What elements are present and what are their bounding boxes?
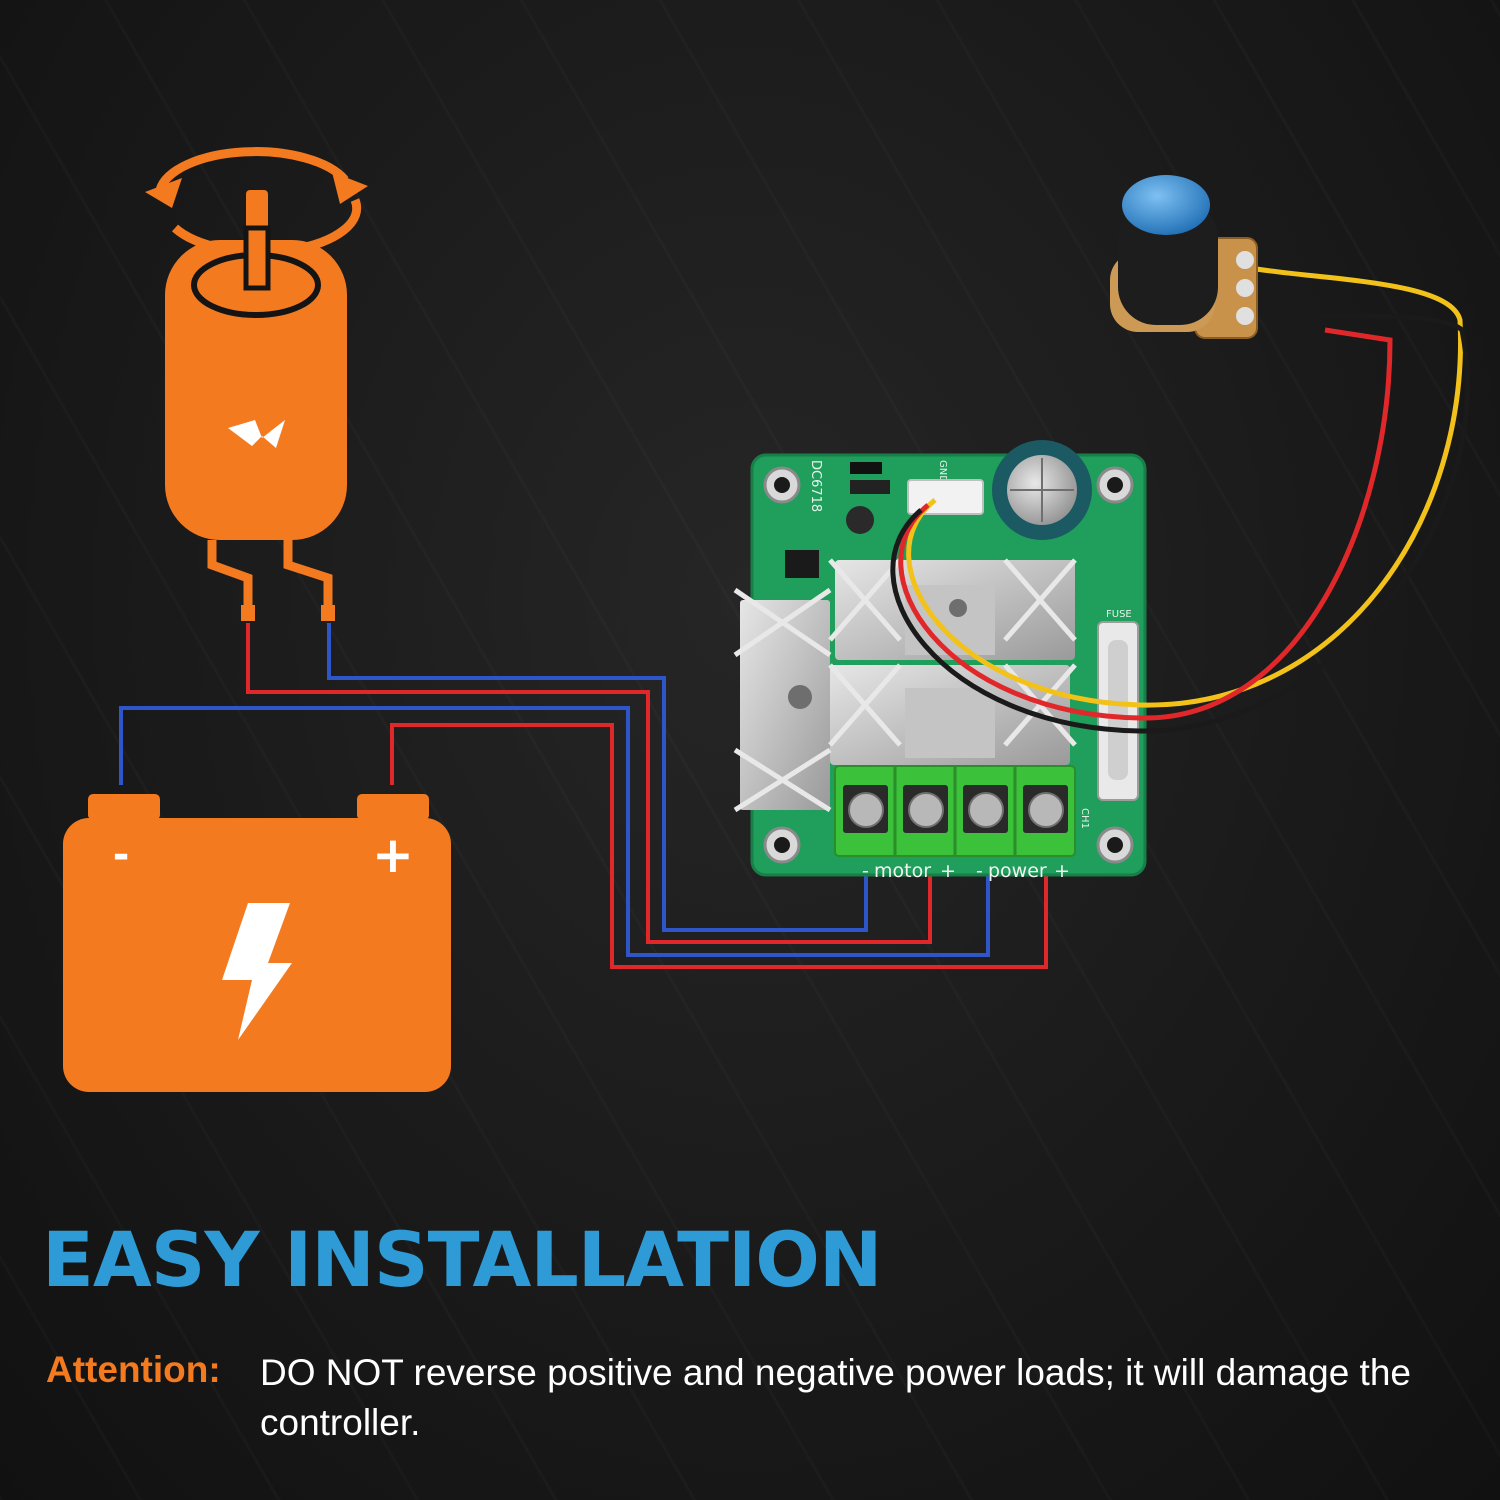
board-gnd-label: GND <box>937 460 948 483</box>
wire-battery-plus <box>390 723 1048 969</box>
attention-text: DO NOT reverse positive and negative pow… <box>260 1352 1411 1443</box>
terminal-screw-motor-plus[interactable] <box>908 792 944 828</box>
terminal-block <box>834 765 1076 857</box>
terminal-motor-plus-label: + <box>940 860 956 882</box>
potentiometer-knob[interactable] <box>1110 175 1258 339</box>
battery-plus-label: + <box>372 826 414 884</box>
board-fuse-label: FUSE <box>1106 609 1132 620</box>
board-model-label: DC6718 <box>808 460 823 512</box>
terminal-power-plus-label: + <box>1054 860 1070 882</box>
wire-motor-minus <box>246 623 932 944</box>
lightning-bolt-icon <box>228 420 285 448</box>
battery-minus-label: - <box>113 832 130 878</box>
page-title: EASY INSTALLATION <box>42 1215 882 1304</box>
dc-motor-icon <box>165 190 347 621</box>
terminal-power-label: power <box>988 860 1047 882</box>
wire-motor-plus <box>327 623 868 932</box>
pwm-controller-board: DC6718 GND <box>733 440 1147 882</box>
terminal-screw-motor-minus[interactable] <box>848 792 884 828</box>
terminal-screw-power-plus[interactable] <box>1028 792 1064 828</box>
terminal-power-minus-label: - <box>976 860 983 882</box>
terminal-motor-minus-label: - <box>862 860 869 882</box>
battery-icon: - + <box>63 794 451 1092</box>
terminal-motor-label: motor <box>874 860 931 882</box>
attention-label: Attention: <box>46 1349 221 1390</box>
terminal-screw-power-minus[interactable] <box>968 792 1004 828</box>
lightning-bolt-icon <box>222 903 292 1040</box>
board-output-label: CH1 <box>1079 808 1090 829</box>
wire-battery-minus <box>119 706 990 957</box>
potentiometer-cable <box>890 265 1470 734</box>
